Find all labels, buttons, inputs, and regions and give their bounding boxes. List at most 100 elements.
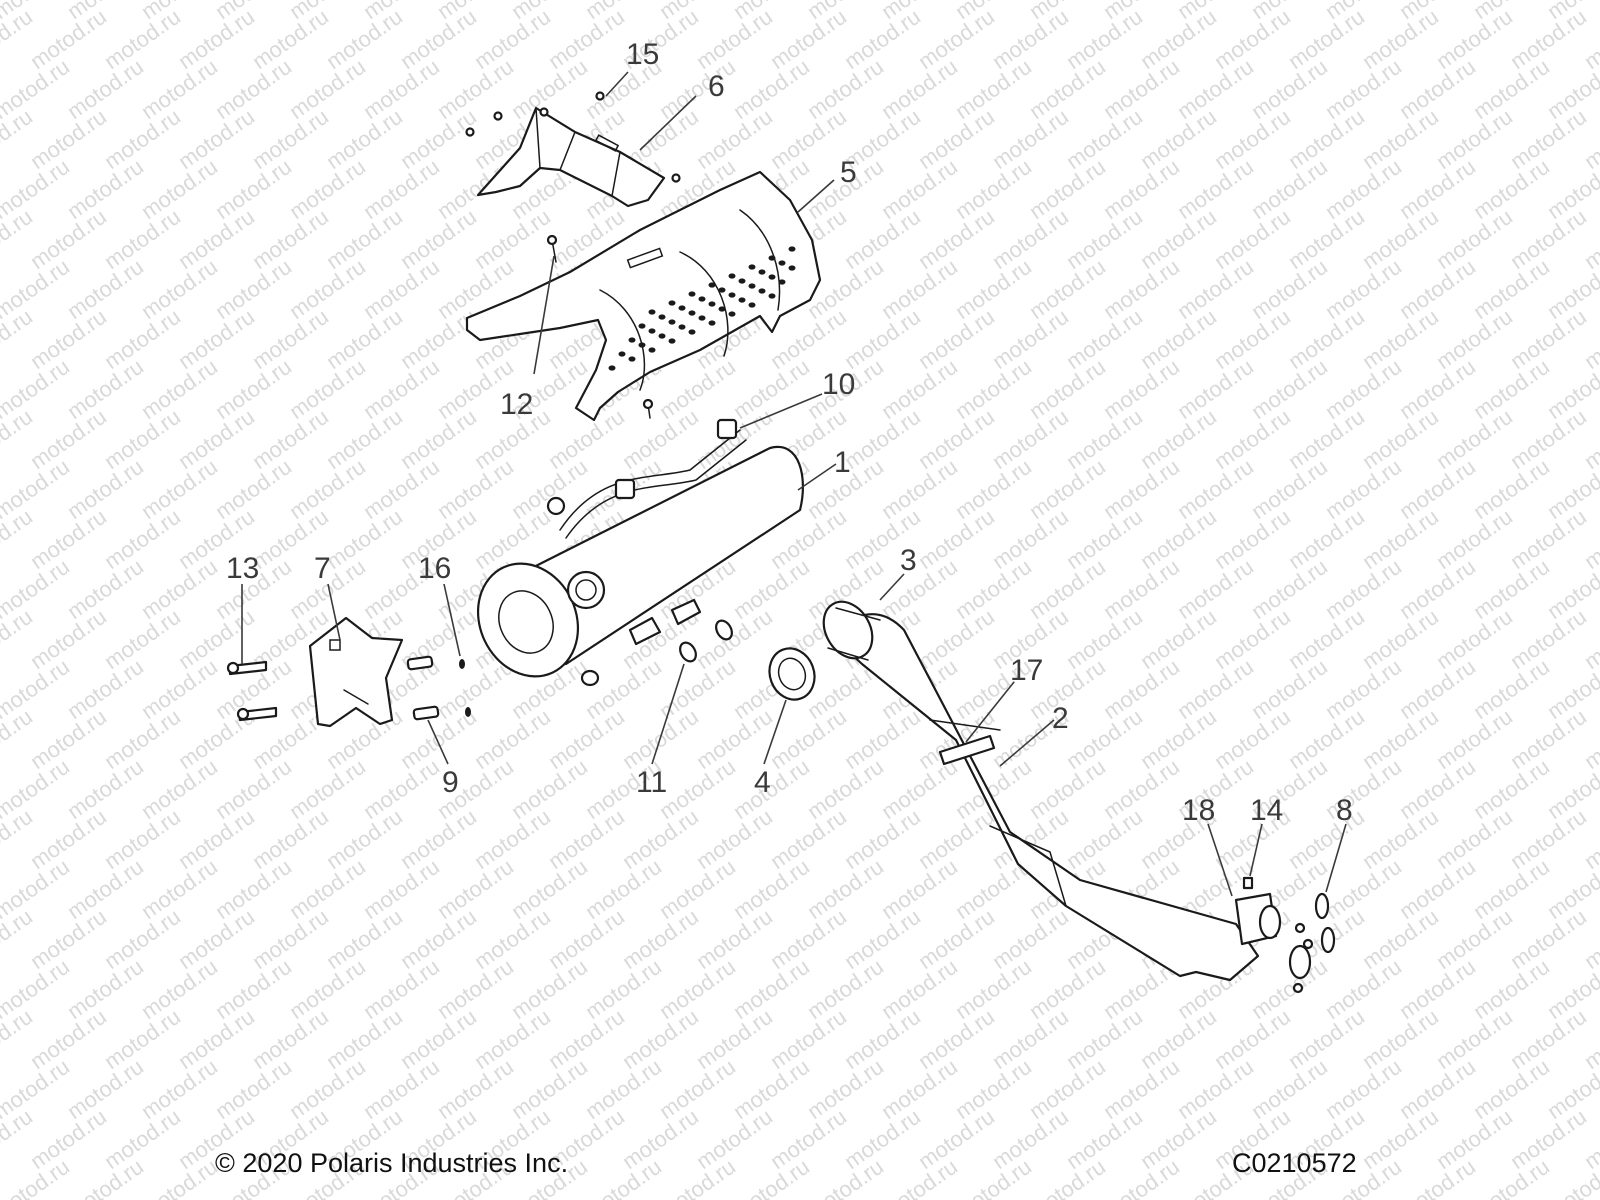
watermark-text: motod.ru [396, 804, 481, 874]
watermark-text: motod.ru [1099, 454, 1184, 524]
vent-hole [748, 302, 756, 308]
watermark-text: motod.ru [1284, 804, 1369, 874]
watermark-text: motod.ru [1210, 504, 1295, 574]
callout-7: 7 [314, 552, 331, 585]
callout-8: 8 [1336, 794, 1353, 827]
watermark-text: motod.ru [507, 1054, 592, 1124]
copyright-notice: © 2020 Polaris Industries Inc. [215, 1148, 569, 1178]
watermark-text: motod.ru [1321, 554, 1406, 624]
callout-1: 1 [834, 446, 851, 479]
watermark-text: motod.ru [1247, 1054, 1332, 1124]
vent-hole [778, 279, 786, 285]
vent-hole [658, 333, 666, 339]
callout-18: 18 [1182, 794, 1215, 827]
vent-hole [758, 269, 766, 275]
watermark-text: motod.ru [1358, 404, 1443, 474]
watermark-text: motod.ru [1395, 954, 1480, 1024]
watermark-text: motod.ru [914, 604, 999, 674]
watermark-text: motod.ru [1210, 4, 1295, 74]
watermark-text: motod.ru [1469, 1054, 1554, 1124]
part-8-outlet-gaskets [1314, 892, 1336, 954]
watermark-text: motod.ru [1321, 754, 1406, 824]
watermark-text: motod.ru [1506, 304, 1591, 374]
watermark-text: motod.ru [359, 454, 444, 524]
callout-3: 3 [900, 544, 917, 577]
leader-10 [739, 393, 823, 429]
watermark-text: motod.ru [174, 904, 259, 974]
watermark-text: motod.ru [1506, 1104, 1591, 1174]
watermark-text: motod.ru [1506, 804, 1591, 874]
watermark-text: motod.ru [396, 304, 481, 374]
watermark-text: motod.ru [1099, 554, 1184, 624]
watermark-text: motod.ru [1358, 4, 1443, 74]
watermark-text: motod.ru [1358, 1104, 1443, 1174]
leader-6 [639, 95, 697, 151]
watermark-text: motod.ru [1284, 704, 1369, 774]
watermark-text: motod.ru [1136, 704, 1221, 774]
watermark-text: motod.ru [1136, 304, 1221, 374]
watermark-text: motod.ru [692, 904, 777, 974]
part-14-fasteners [1242, 876, 1314, 994]
watermark-text: motod.ru [1210, 104, 1295, 174]
watermark-text: motod.ru [433, 854, 518, 924]
vent-hole [768, 255, 776, 261]
part-3-pipe-clamp [822, 600, 881, 661]
watermark-text: motod.ru [63, 554, 148, 624]
watermark-text: motod.ru [581, 854, 666, 924]
watermark-text: motod.ru [1469, 854, 1554, 924]
watermark-text: motod.ru [26, 904, 111, 974]
watermark-text: motod.ru [63, 954, 148, 1024]
watermark-text: motod.ru [988, 304, 1073, 374]
watermark-text: motod.ru [840, 1004, 925, 1074]
watermark-text: motod.ru [1062, 1104, 1147, 1174]
heat-shield-vent-holes [608, 246, 796, 371]
callout-10: 10 [822, 368, 855, 401]
watermark-text: motod.ru [877, 54, 962, 124]
watermark-text: motod.ru [1173, 354, 1258, 424]
watermark-text: motod.ru [137, 254, 222, 324]
watermark-text: motod.ru [1025, 454, 1110, 524]
watermark-text: motod.ru [1395, 54, 1480, 124]
watermark-text: motod.ru [359, 54, 444, 124]
watermark-text: motod.ru [63, 354, 148, 424]
watermark-text: motod.ru [1358, 104, 1443, 174]
watermark-text: motod.ru [174, 104, 259, 174]
watermark-text: motod.ru [766, 804, 851, 874]
watermark-text: motod.ru [1469, 554, 1554, 624]
watermark-text: motod.ru [877, 1054, 962, 1124]
watermark-text: motod.ru [1358, 304, 1443, 374]
watermark-text: motod.ru [285, 254, 370, 324]
part-4-gasket [768, 647, 816, 701]
watermark-text: motod.ru [1432, 304, 1517, 374]
watermark-text: motod.ru [618, 1004, 703, 1074]
vent-hole [708, 282, 716, 288]
watermark-text: motod.ru [692, 804, 777, 874]
watermark-text: motod.ru [1025, 554, 1110, 624]
vent-hole [668, 300, 676, 306]
watermark-text: motod.ru [470, 704, 555, 774]
watermark-text: motod.ru [100, 204, 185, 274]
watermark-text: motod.ru [63, 54, 148, 124]
watermark-text: motod.ru [988, 4, 1073, 74]
watermark-text: motod.ru [174, 404, 259, 474]
watermark-text: motod.ru [1062, 604, 1147, 674]
watermark-text: motod.ru [1321, 254, 1406, 324]
watermark-text: motod.ru [1469, 154, 1554, 224]
watermark-text: motod.ru [729, 854, 814, 924]
watermark-text: motod.ru [1321, 954, 1406, 1024]
watermark-text: motod.ru [1210, 304, 1295, 374]
watermark-text: motod.ru [100, 4, 185, 74]
watermark-text: motod.ru [914, 1104, 999, 1174]
watermark-text: motod.ru [914, 1004, 999, 1074]
watermark-text: motod.ru [248, 904, 333, 974]
watermark-text: motod.ru [137, 654, 222, 724]
leader-7 [327, 583, 341, 641]
watermark-text: motod.ru [1321, 354, 1406, 424]
watermark-text: motod.ru [137, 54, 222, 124]
vent-hole [788, 246, 796, 252]
watermark-text: motod.ru [1062, 704, 1147, 774]
watermark-text: motod.ru [655, 54, 740, 124]
watermark-text: motod.ru [951, 354, 1036, 424]
part-11-springs [546, 496, 733, 687]
part-12-bolts [546, 234, 654, 419]
